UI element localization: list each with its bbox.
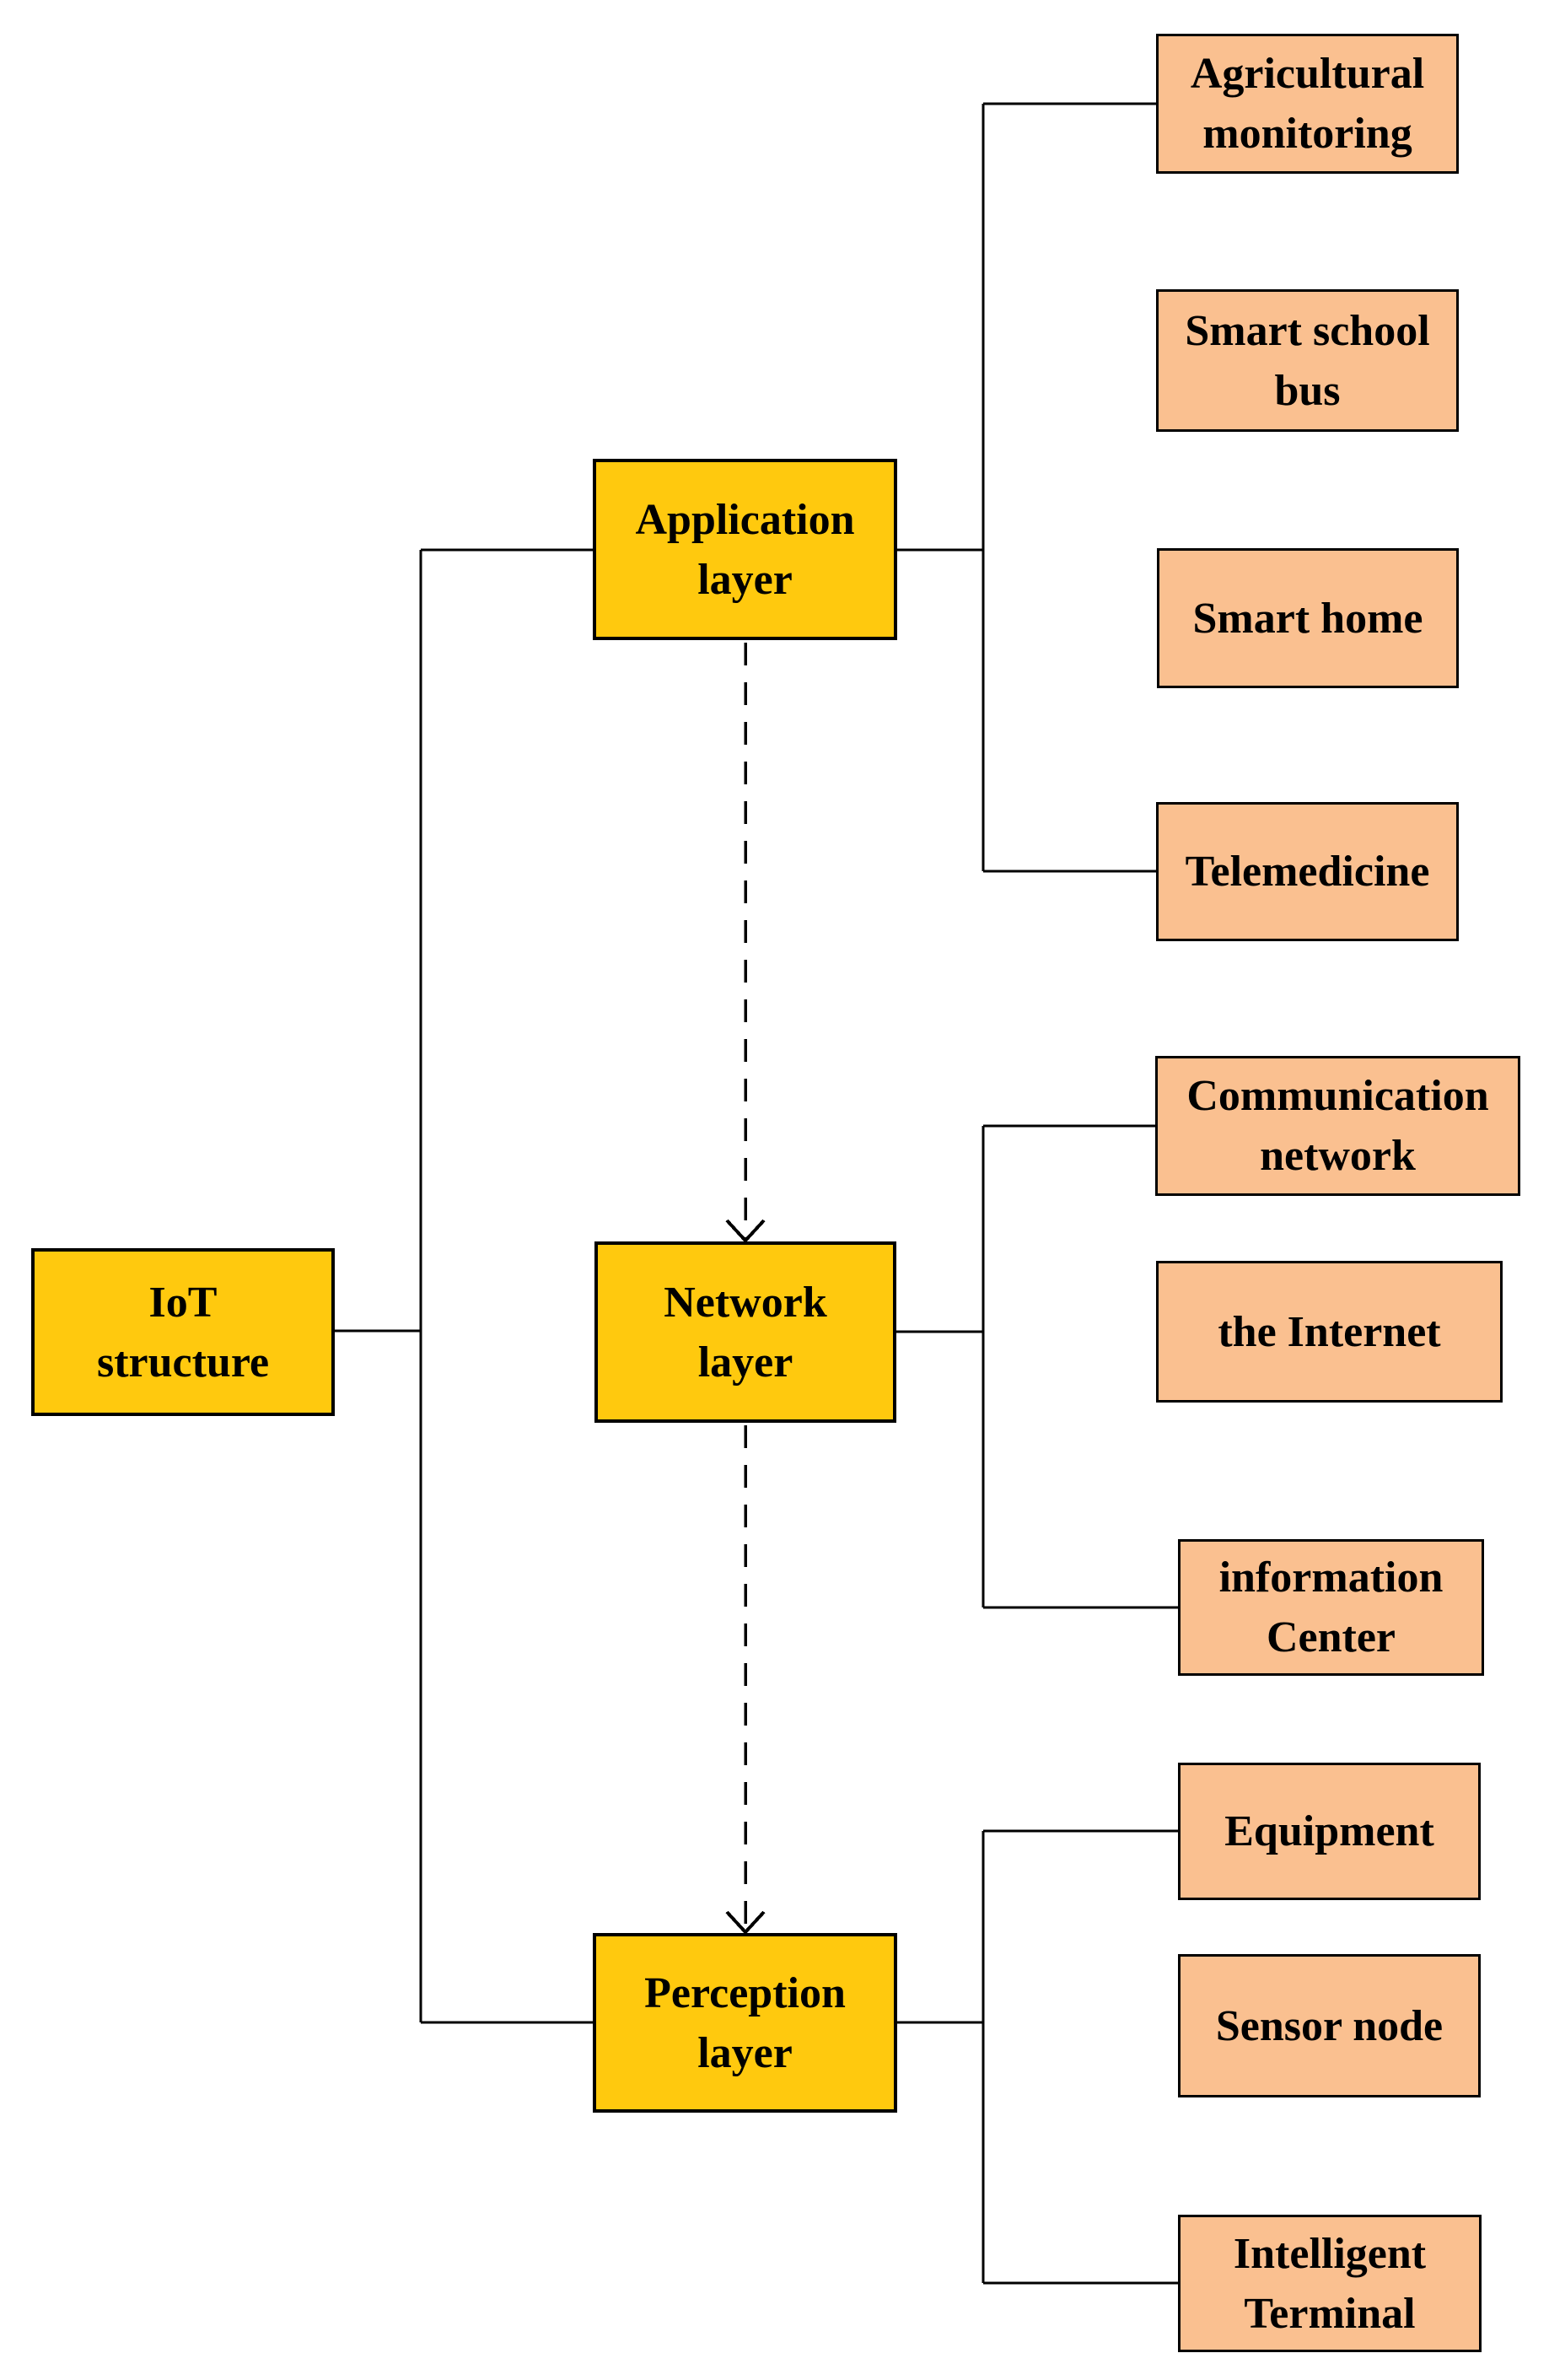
node-application-layer: Application layer xyxy=(593,459,897,640)
node-label: information Center xyxy=(1218,1553,1444,1661)
node-telemedicine: Telemedicine xyxy=(1156,802,1459,941)
arrowhead-down-icon xyxy=(725,1219,766,1243)
node-label: Sensor node xyxy=(1215,2001,1444,2050)
node-label: the Internet xyxy=(1218,1307,1441,1356)
node-label: Agricultural monitoring xyxy=(1190,50,1425,158)
node-intelligent-terminal: Intelligent Terminal xyxy=(1178,2215,1482,2352)
node-label: IoT structure xyxy=(96,1278,270,1387)
node-network-layer: Network layer xyxy=(594,1241,896,1423)
node-label: Telemedicine xyxy=(1185,848,1430,896)
node-label: Application layer xyxy=(635,495,855,604)
node-label: Smart school bus xyxy=(1185,306,1430,415)
node-information-center: information Center xyxy=(1178,1539,1484,1676)
arrowhead-down-icon xyxy=(725,1910,766,1935)
node-label: Equipment xyxy=(1224,1807,1434,1855)
node-communication-network: Communication network xyxy=(1155,1056,1520,1196)
node-smart-school-bus: Smart school bus xyxy=(1156,289,1459,432)
node-the-internet: the Internet xyxy=(1156,1261,1503,1403)
node-label: Communication network xyxy=(1186,1072,1489,1180)
node-label: Network layer xyxy=(664,1278,827,1387)
node-smart-home: Smart home xyxy=(1157,548,1459,688)
node-label: Smart home xyxy=(1192,594,1423,643)
node-agricultural-monitoring: Agricultural monitoring xyxy=(1156,34,1459,174)
node-iot-structure: IoT structure xyxy=(31,1248,335,1416)
node-label: Perception layer xyxy=(644,1968,846,2077)
node-label: Intelligent Terminal xyxy=(1233,2229,1427,2338)
node-equipment: Equipment xyxy=(1178,1763,1481,1900)
node-sensor-node: Sensor node xyxy=(1178,1954,1481,2097)
node-perception-layer: Perception layer xyxy=(593,1933,897,2113)
